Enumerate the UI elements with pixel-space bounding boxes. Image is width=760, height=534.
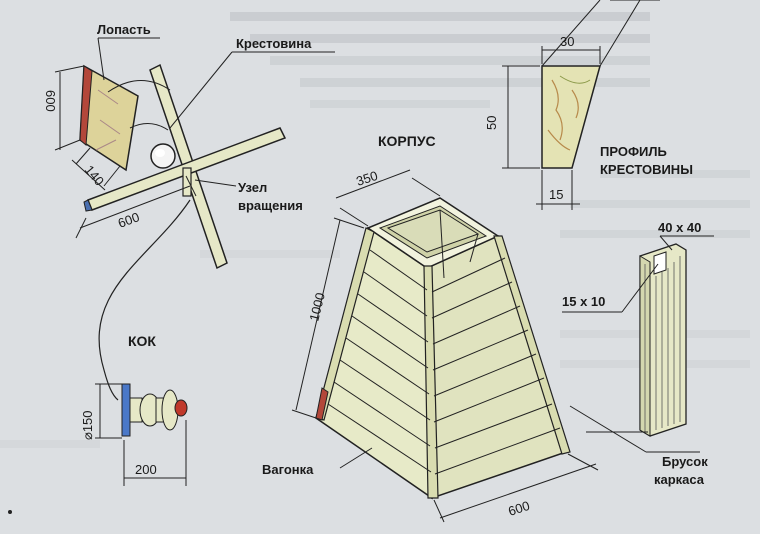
profile-width-dimension: 30 <box>560 34 574 49</box>
cap-dimension-lines <box>95 383 187 486</box>
blade-red-edge <box>79 65 93 147</box>
blade-label: Лопасть <box>97 22 151 37</box>
body-right-boards <box>431 257 561 475</box>
cap-diameter-dimension: ⌀150 <box>80 410 95 440</box>
frame-bar-label-line2: каркаса <box>654 472 705 487</box>
pivot-label-line1: Узел <box>238 180 267 195</box>
body-height-dimension: 1000 <box>306 291 328 323</box>
cross-profile-label-line2: КРЕСТОВИНЫ <box>600 162 693 177</box>
cap-tip <box>174 399 188 417</box>
profile-height-dimension: 50 <box>484 116 499 130</box>
profile-bottom-dimension: 15 <box>549 187 563 202</box>
pivot-to-cap-connector <box>98 199 191 401</box>
blade-dimension-lines <box>54 65 197 239</box>
cap-label: КОК <box>128 333 156 349</box>
profile-dimension-lines <box>502 46 601 210</box>
body-right-face <box>426 234 567 500</box>
body-dimension-lines <box>291 169 599 523</box>
body-left-post-red <box>315 387 329 421</box>
frame-bar-drawing <box>639 243 687 437</box>
body-top-dimension: 350 <box>354 168 379 189</box>
windmill-rotor <box>79 63 287 270</box>
frame-bar-groove <box>653 251 667 275</box>
blade-height-dimension: 600 <box>43 90 58 112</box>
frame-bar-leader-lines <box>562 235 714 453</box>
body-right-post <box>493 235 571 455</box>
body-left-boards <box>327 249 432 473</box>
pivot-post <box>182 167 192 197</box>
cap-length-dimension: 200 <box>135 462 157 477</box>
pivot-label-line2: вращения <box>238 198 303 213</box>
body-front-post <box>423 265 439 499</box>
body-left-post <box>315 227 375 421</box>
lining-leader <box>339 447 373 469</box>
cap-base-plate <box>121 383 131 437</box>
cross-label: Крестовина <box>236 36 312 51</box>
body-drawing <box>315 197 571 500</box>
cross-profile-label-line1: ПРОФИЛЬ <box>600 144 667 159</box>
cap-drawing <box>121 383 188 437</box>
profile-section <box>541 65 601 169</box>
cross-length-dimension: 600 <box>116 209 142 231</box>
groove-section-label: 15 x 10 <box>562 294 605 309</box>
blade-width-dimension: 140 <box>82 162 107 188</box>
rotor-leader-lines <box>97 37 335 187</box>
frame-bar-label-line1: Брусок <box>662 454 708 469</box>
body-base-dimension: 600 <box>506 498 531 519</box>
cross-profile-drawing <box>541 0 660 169</box>
bar-section-label: 40 x 40 <box>658 220 701 235</box>
frame-bar-grain <box>644 256 681 432</box>
body-label: КОРПУС <box>378 133 436 149</box>
lining-label: Вагонка <box>262 462 314 477</box>
